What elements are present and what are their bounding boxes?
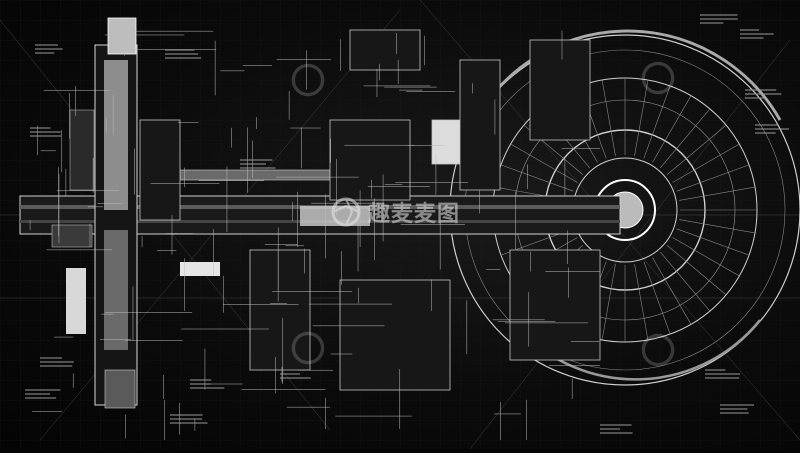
left-tower	[51, 17, 138, 409]
fine-detail-lines	[29, 30, 600, 440]
camera-aperture-icon	[331, 197, 361, 227]
watermark-text: 趣麦麦图	[368, 202, 461, 227]
watermark: 趣麦麦图	[330, 196, 460, 228]
mid-structures	[139, 29, 601, 391]
annotation-marks	[25, 14, 789, 434]
watermark-ghost-icon	[640, 332, 676, 368]
watermark-ghost-icon	[290, 330, 326, 366]
watermark-ghost-icon	[290, 62, 326, 98]
watermark-ghost-icon	[640, 60, 676, 96]
